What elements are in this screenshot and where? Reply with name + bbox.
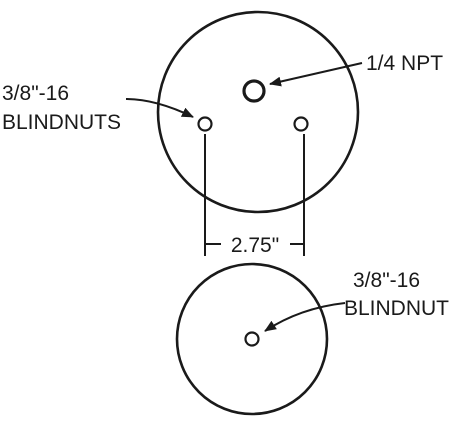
- top-plate-outline: [156, 10, 360, 214]
- top-plate: 2.75" 1/4 NPT 3/8"-16 BLINDNUTS: [2, 10, 443, 257]
- blindnuts-size-label: 3/8"-16: [2, 82, 69, 105]
- bottom-plate: 3/8"-16 BLINDNUT: [175, 262, 449, 416]
- spacing-dimension-label: 2.75": [231, 234, 279, 257]
- bottom-plate-outline: [175, 262, 329, 416]
- npt-port-label: 1/4 NPT: [366, 52, 443, 75]
- blindnuts-type-label: BLINDNUTS: [2, 111, 121, 134]
- blindnut-hole-left: [197, 116, 213, 132]
- bottom-blindnut-hole: [244, 331, 260, 347]
- blindnuts-leader-arrow: [125, 98, 194, 118]
- npt-port-hole: [242, 79, 266, 103]
- bottom-blindnut-leader-arrow: [264, 302, 346, 332]
- blindnut-hole-right: [293, 116, 309, 132]
- bottom-blindnut-type-label: BLINDNUT: [344, 297, 449, 320]
- bottom-blindnut-size-label: 3/8"-16: [353, 269, 420, 292]
- npt-leader-arrow: [269, 62, 363, 87]
